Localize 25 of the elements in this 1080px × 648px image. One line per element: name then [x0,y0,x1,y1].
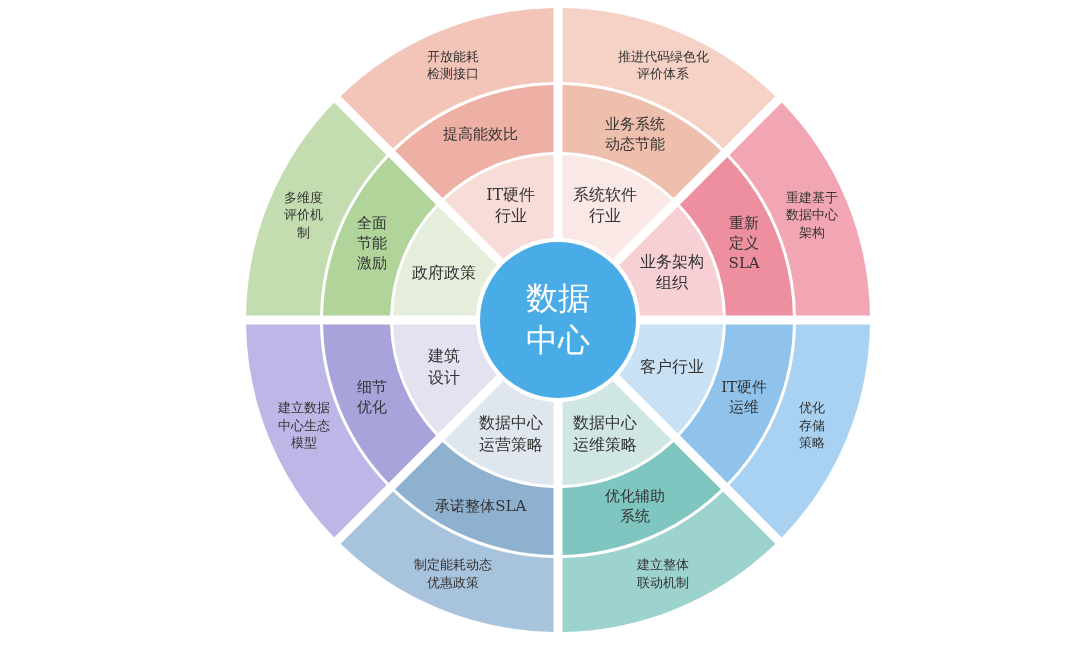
segment-label: 开放能耗检测接口 [425,48,480,84]
segment-label: 优化存储策略 [798,398,827,452]
segment-label: 提高能效比 [442,123,520,144]
segment-label: 建立数据中心生态模型 [276,398,331,452]
segment-label: 系统软件行业 [572,184,639,228]
segment-label: IT硬件行业 [485,184,537,228]
segment-label: 重建基于数据中心架构 [785,188,840,242]
segment-label: 建筑设计 [426,345,461,389]
segment-label: 建立整体联动机制 [636,556,691,592]
segment-label: 数据中心运维策略 [572,412,639,456]
segment-label: 多维度评价机制 [283,188,325,242]
segment-label: 推进代码绿色化评价体系 [616,48,710,84]
segment-label: 客户行业 [639,356,706,379]
segment-label: 制定能耗动态优惠政策 [412,556,493,592]
segment-label: 承诺整体SLA [434,496,528,517]
segment-label: 全面节能激励 [355,212,388,274]
segment-label: 数据中心 [525,278,591,361]
segment-label: IT硬件运维 [720,376,769,418]
segment-label: 优化辅助系统 [604,485,667,527]
segment-label: 数据中心运营策略 [477,412,544,456]
segment-label: 细节优化 [355,376,388,418]
segment-label: 政府政策 [410,261,477,284]
segment-label: 业务架构组织 [639,251,706,295]
segment-label: 业务系统动态节能 [604,113,667,155]
segment-label: 重新定义SLA [727,212,761,274]
